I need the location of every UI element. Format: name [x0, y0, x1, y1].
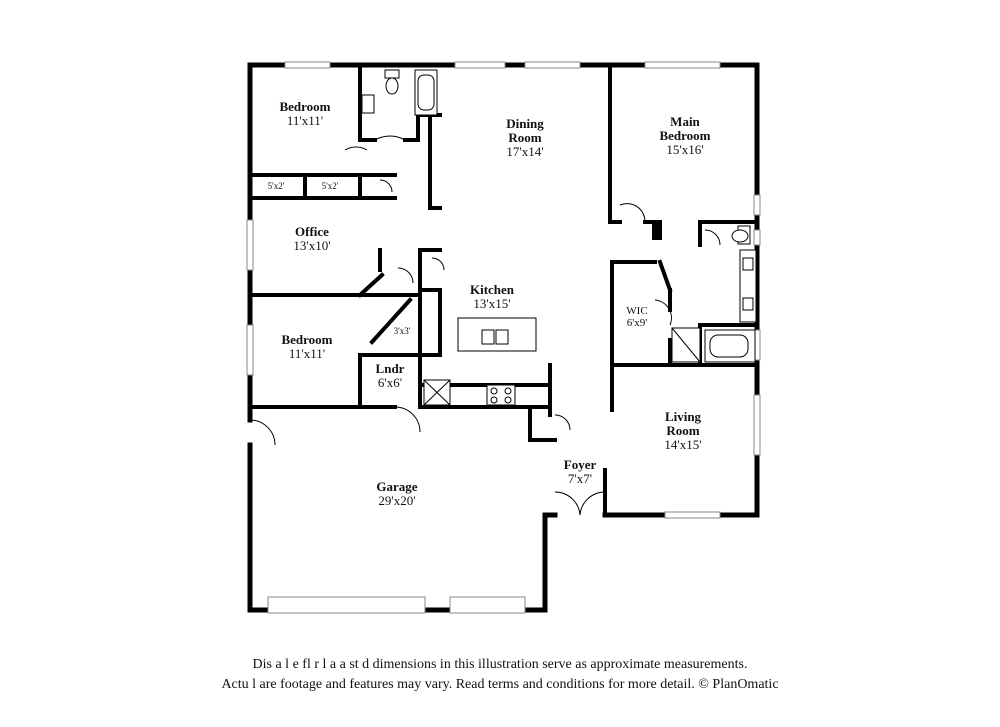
room-foyer: Foyer 7'x7': [563, 457, 597, 486]
room-main-bedroom: Main Bedroom 15'x16': [659, 114, 711, 157]
closet-label-a: 5'x2': [267, 181, 285, 191]
toilet: [384, 69, 400, 79]
room-dining: Dining Room 17'x14': [506, 116, 544, 159]
room-laundry: Lndr 6'x6': [375, 361, 405, 390]
room-office: Office 13'x10': [293, 224, 331, 253]
room-wic: WIC 6'x9': [626, 305, 648, 329]
doors: [249, 135, 721, 516]
disclaimer-line-1: Dis a l e fl r l a a st d dimensions in …: [252, 657, 748, 672]
interior-walls: [248, 63, 759, 517]
room-living: Living Room 14'x15': [664, 409, 702, 452]
closet-label-b: 5'x2': [321, 181, 339, 191]
room-garage: Garage 29'x20': [376, 479, 418, 508]
pantry-label: 3'x3': [393, 326, 411, 336]
windows: [246, 61, 761, 614]
room-kitchen: Kitchen 13'x15': [469, 282, 515, 311]
sink: [361, 94, 375, 114]
fixtures: [361, 69, 757, 406]
wall-post: [652, 222, 662, 240]
exterior-walls: [247, 62, 760, 613]
disclaimer-line-2: Actu l are footage and features may vary…: [221, 677, 779, 692]
room-bedroom-1: Bedroom 11'x11': [279, 99, 331, 128]
room-bedroom-2: Bedroom 11'x11': [281, 332, 333, 361]
